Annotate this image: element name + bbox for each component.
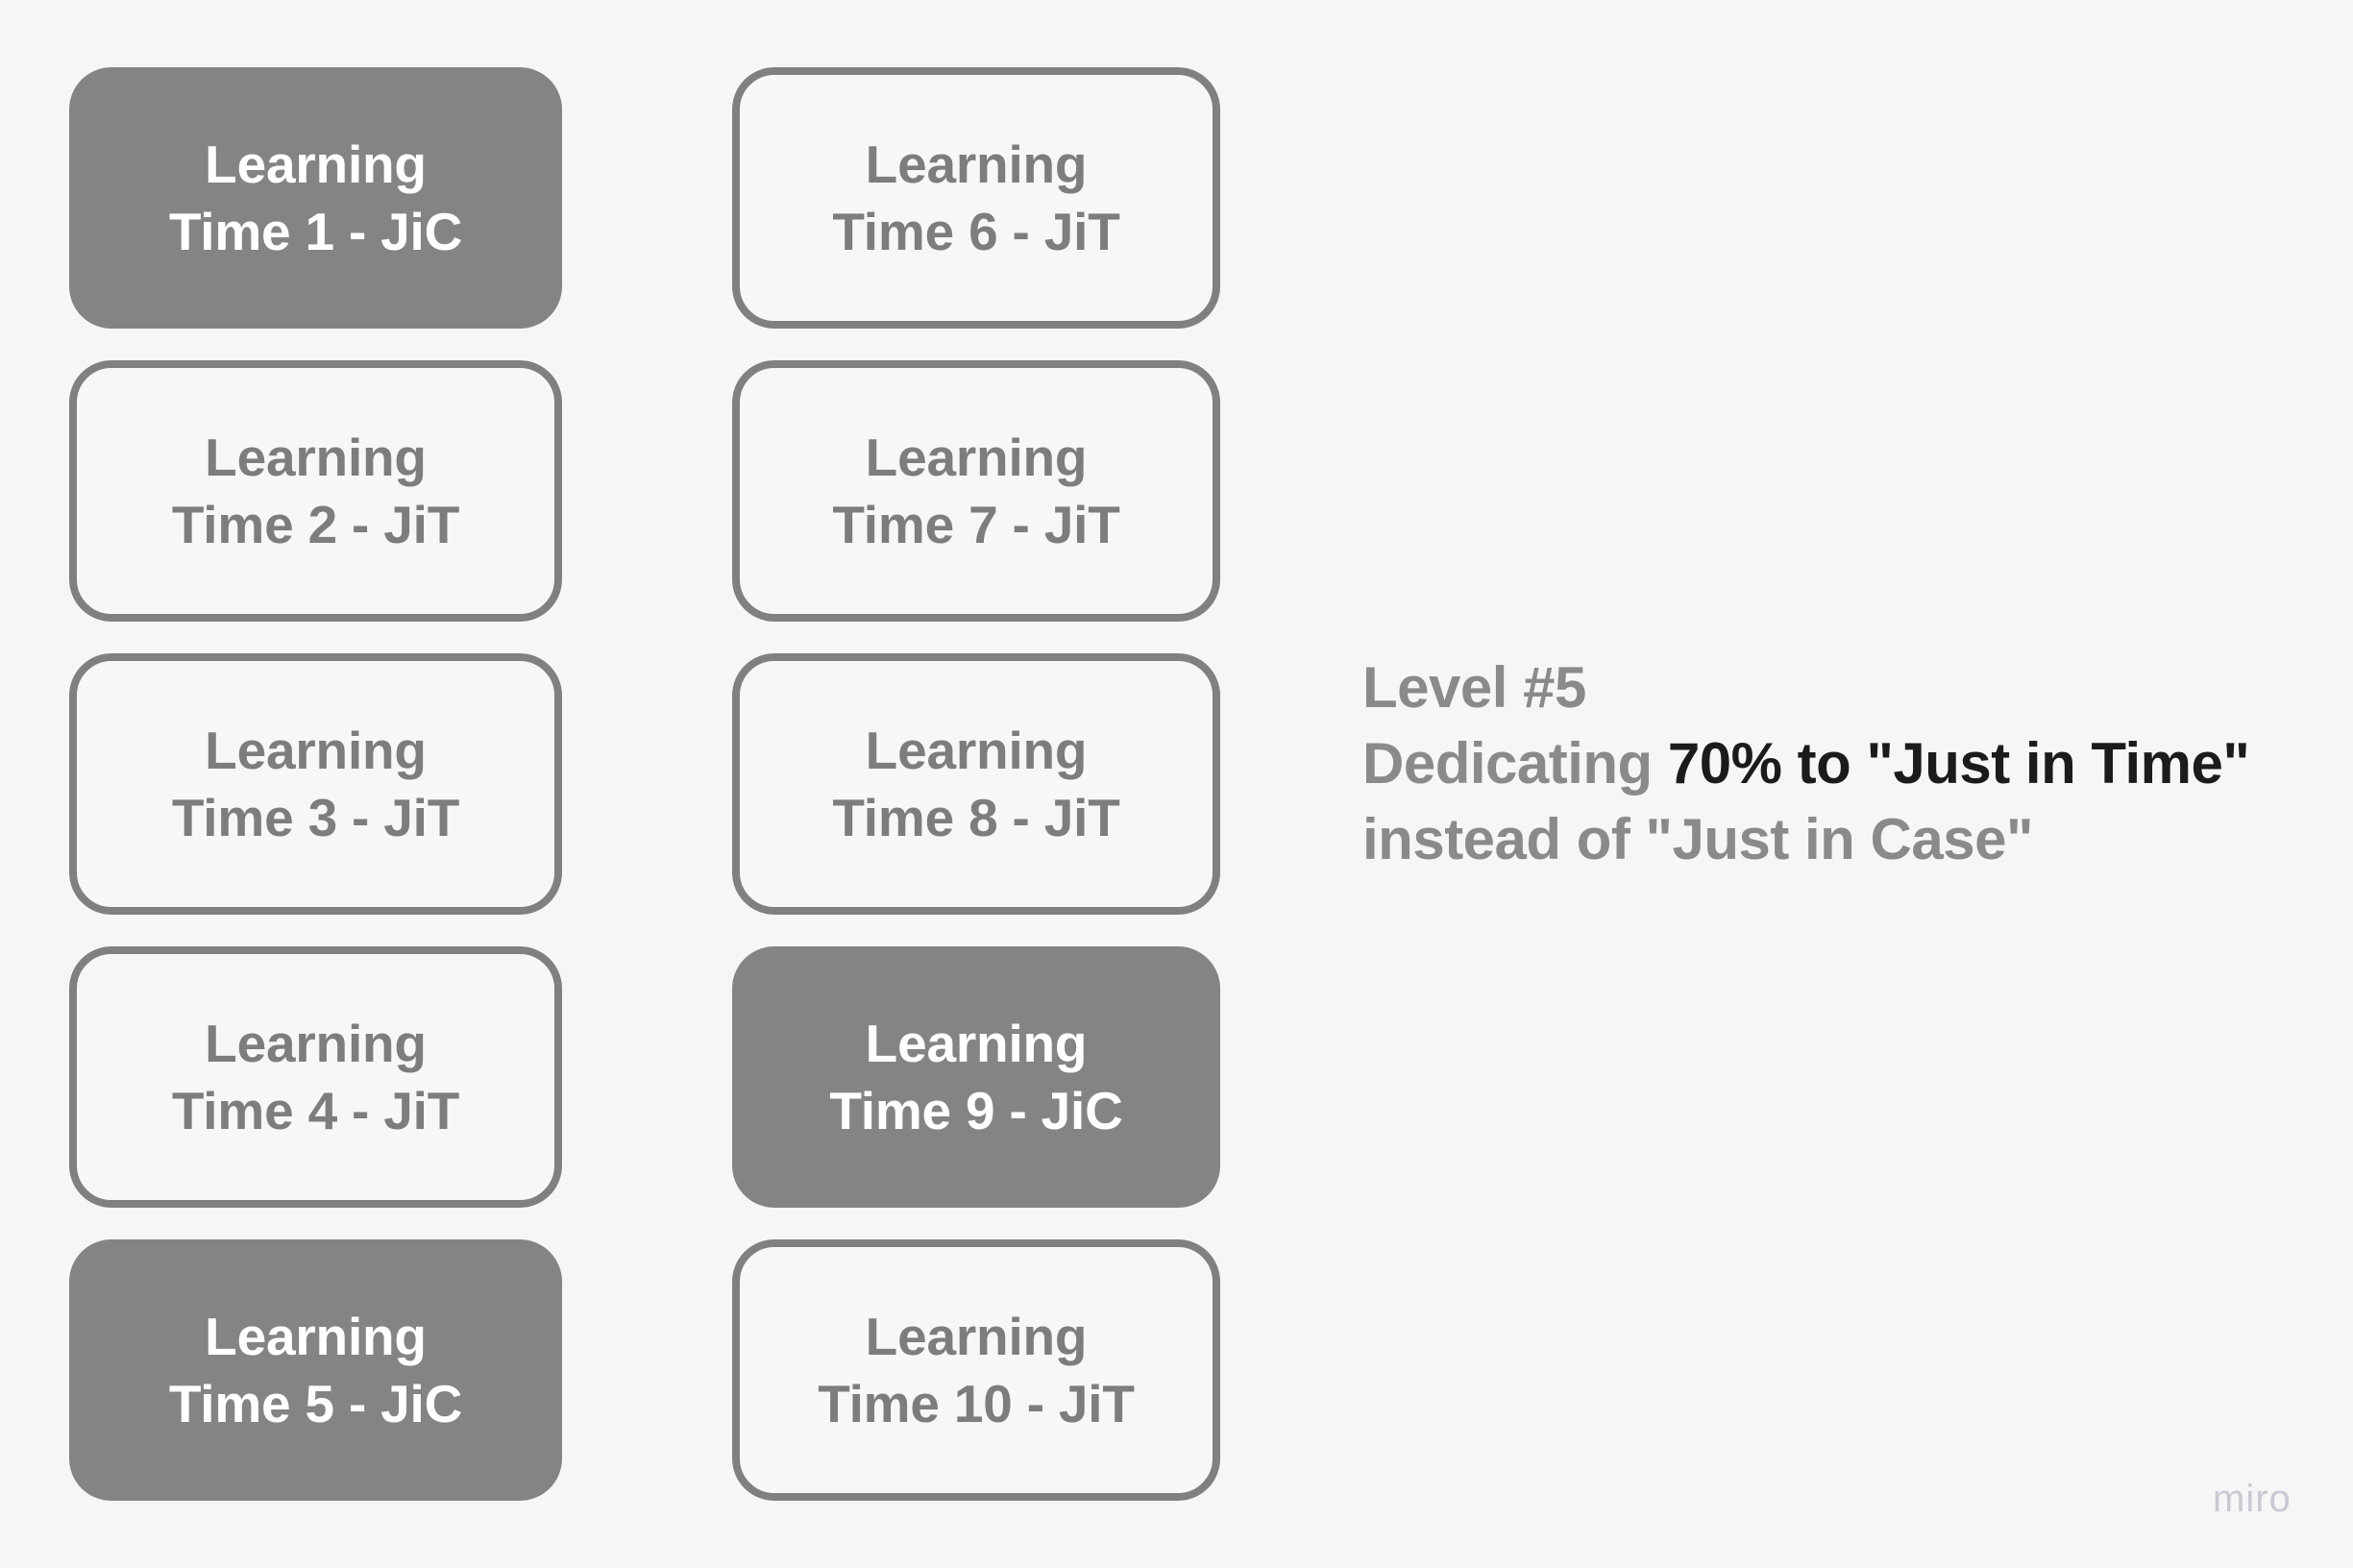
miro-watermark: miro bbox=[2213, 1478, 2292, 1520]
learning-time-card-6[interactable]: Learning Time 6 - JiT bbox=[732, 67, 1220, 329]
card-line-2: Time 8 - JiT bbox=[832, 788, 1120, 847]
learning-time-card-1[interactable]: Learning Time 1 - JiC bbox=[69, 67, 562, 329]
card-line-1: Learning bbox=[205, 134, 427, 194]
card-line-2: Time 3 - JiT bbox=[171, 788, 460, 847]
card-line-1: Learning bbox=[205, 1306, 427, 1366]
card-line-2: Time 9 - JiC bbox=[829, 1081, 1123, 1140]
card-line-1: Learning bbox=[865, 720, 1088, 780]
card-column-right: Learning Time 6 - JiT Learning Time 7 - … bbox=[732, 67, 1220, 1501]
learning-time-card-8[interactable]: Learning Time 8 - JiT bbox=[732, 653, 1220, 915]
card-line-1: Learning bbox=[205, 427, 427, 487]
card-line-1: Learning bbox=[865, 1013, 1088, 1073]
card-line-2: Time 6 - JiT bbox=[832, 202, 1120, 261]
learning-time-card-9[interactable]: Learning Time 9 - JiC bbox=[732, 946, 1220, 1208]
note-line-dedicating: Dedicating 70% to "Just in Time" bbox=[1362, 725, 2304, 801]
card-line-2: Time 5 - JiC bbox=[168, 1374, 463, 1433]
card-line-2: Time 4 - JiT bbox=[171, 1081, 460, 1140]
learning-time-card-7[interactable]: Learning Time 7 - JiT bbox=[732, 360, 1220, 622]
note-emphasis: 70% to "Just in Time" bbox=[1667, 731, 2250, 796]
card-column-left: Learning Time 1 - JiC Learning Time 2 - … bbox=[69, 67, 562, 1501]
card-line-1: Learning bbox=[205, 720, 427, 780]
learning-time-card-3[interactable]: Learning Time 3 - JiT bbox=[69, 653, 562, 915]
learning-time-card-4[interactable]: Learning Time 4 - JiT bbox=[69, 946, 562, 1208]
card-line-2: Time 10 - JiT bbox=[818, 1374, 1135, 1433]
learning-time-card-5[interactable]: Learning Time 5 - JiC bbox=[69, 1239, 562, 1501]
note-line-instead: instead of "Just in Case" bbox=[1362, 807, 2033, 872]
card-line-1: Learning bbox=[865, 134, 1088, 194]
note-prefix: Dedicating bbox=[1362, 731, 1668, 796]
card-line-1: Learning bbox=[865, 1306, 1088, 1366]
note-line-level: Level #5 bbox=[1362, 655, 1586, 720]
level-annotation: Level #5 Dedicating 70% to "Just in Time… bbox=[1362, 649, 2304, 878]
card-line-2: Time 2 - JiT bbox=[171, 495, 460, 554]
card-line-1: Learning bbox=[865, 427, 1088, 487]
card-line-1: Learning bbox=[205, 1013, 427, 1073]
card-line-2: Time 7 - JiT bbox=[832, 495, 1120, 554]
learning-time-card-2[interactable]: Learning Time 2 - JiT bbox=[69, 360, 562, 622]
card-line-2: Time 1 - JiC bbox=[168, 202, 463, 261]
learning-time-card-10[interactable]: Learning Time 10 - JiT bbox=[732, 1239, 1220, 1501]
